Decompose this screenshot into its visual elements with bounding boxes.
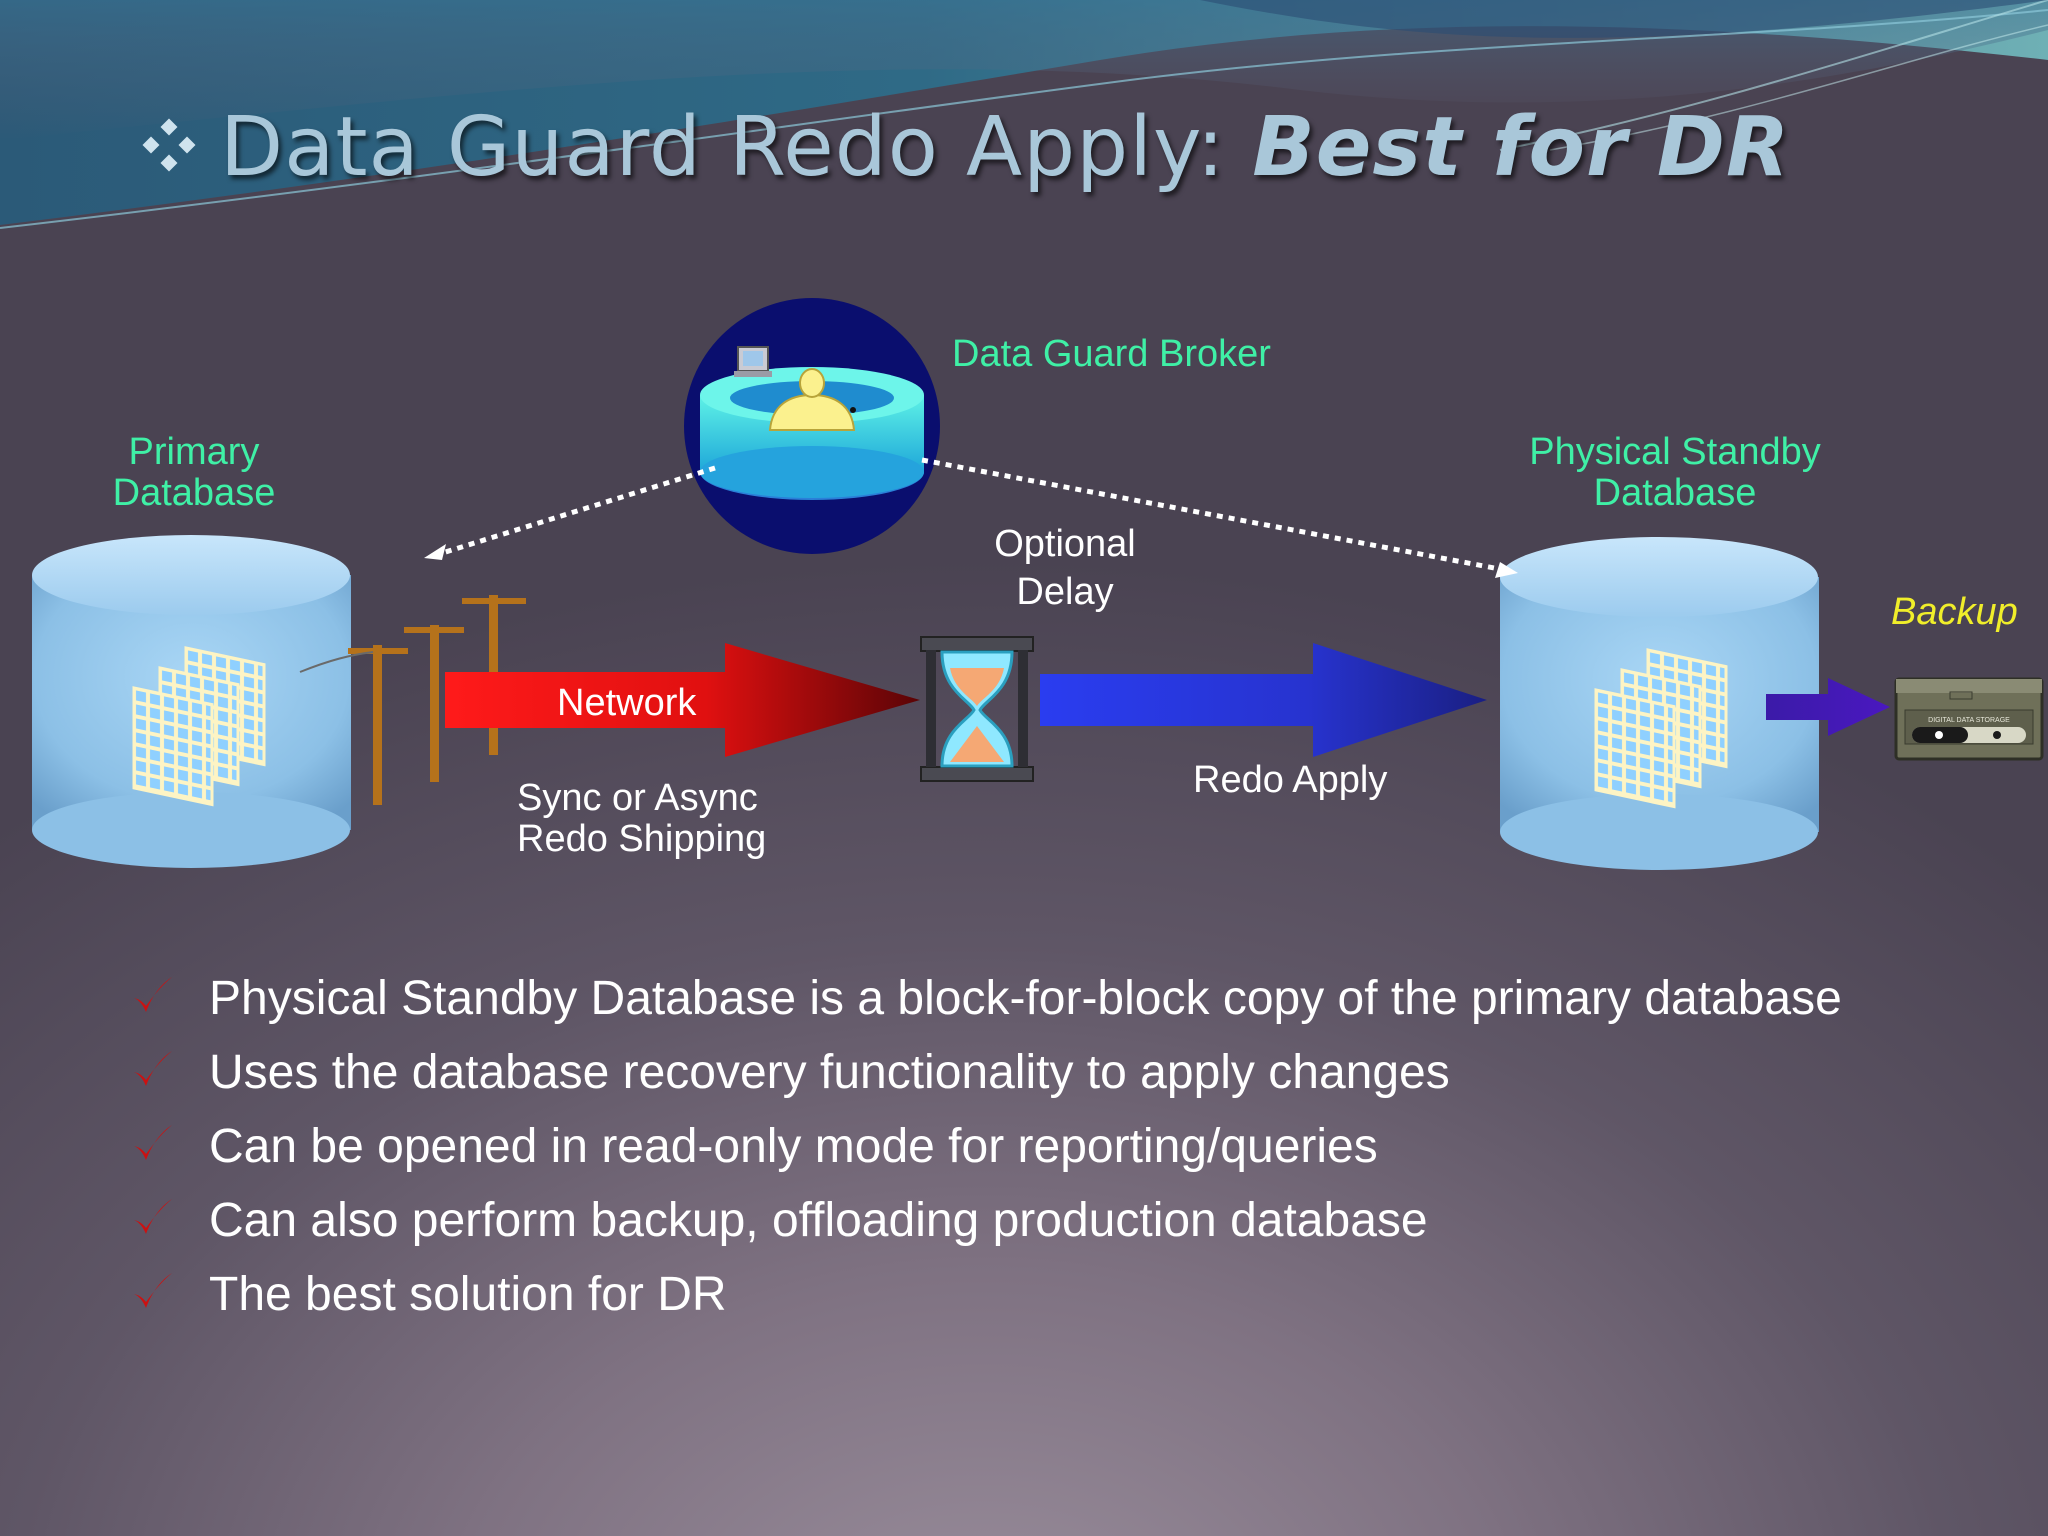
primary-database-icon bbox=[32, 535, 351, 868]
header-wave-line-1 bbox=[0, 9, 2048, 229]
tape-drive-icon: DIGITAL DATA STORAGE bbox=[1894, 677, 2044, 761]
broker-to-primary-connector bbox=[435, 465, 716, 558]
backup-arrow bbox=[1766, 678, 1890, 736]
hourglass-icon bbox=[920, 636, 1034, 782]
checkmark-icon bbox=[134, 1273, 172, 1308]
title-main: Data Guard Redo Apply: bbox=[220, 100, 1253, 195]
header-wave-line-3 bbox=[1549, 24, 2048, 151]
optional-delay-label: Optional Delay bbox=[960, 520, 1170, 616]
standby-database-icon bbox=[1500, 537, 1819, 870]
backup-label: Backup bbox=[1891, 591, 2018, 633]
title-bullet-icon bbox=[142, 118, 196, 172]
data-guard-broker-icon bbox=[684, 298, 940, 554]
checkmark-icon bbox=[134, 1199, 172, 1234]
broker-to-standby-connector bbox=[921, 457, 1506, 573]
bullet-text: The best solution for DR bbox=[209, 1268, 727, 1321]
standby-label-line-1: Physical Standby bbox=[1529, 431, 1821, 473]
header-wave-line-2 bbox=[1499, 0, 2048, 151]
checkmark-icon bbox=[134, 1051, 172, 1086]
network-arrow bbox=[445, 643, 920, 757]
delay-label-line-1: Optional bbox=[994, 523, 1136, 565]
bullet-text: Uses the database recovery functionality… bbox=[209, 1046, 1450, 1099]
primary-database-label: Primary Database bbox=[94, 432, 294, 514]
primary-label-line-2: Database bbox=[112, 472, 276, 514]
network-label: Network bbox=[557, 682, 697, 724]
header-wave-light bbox=[1200, 0, 2048, 38]
broker-to-primary-arrowhead bbox=[424, 544, 446, 560]
bullet-text: Physical Standby Database is a block-for… bbox=[209, 972, 1842, 1025]
redo-apply-label: Redo Apply bbox=[1193, 759, 1388, 801]
title-emphasis: Best for DR bbox=[1252, 100, 1791, 195]
shipping-label-line-2: Redo Shipping bbox=[517, 818, 767, 860]
redo-shipping-label: Sync or Async Redo Shipping bbox=[517, 778, 766, 860]
delay-label-line-2: Delay bbox=[1016, 571, 1114, 613]
standby-label-line-2: Database bbox=[1593, 472, 1757, 514]
primary-label-line-1: Primary bbox=[128, 431, 260, 473]
bullet-text: Can be opened in read-only mode for repo… bbox=[209, 1120, 1378, 1173]
broker-to-standby-arrowhead bbox=[1495, 562, 1518, 578]
broker-label: Data Guard Broker bbox=[952, 333, 1271, 375]
shipping-label-line-1: Sync or Async bbox=[517, 777, 758, 819]
redo-apply-arrow bbox=[1040, 643, 1487, 757]
slide-title: Data Guard Redo Apply: Best for DR bbox=[220, 100, 1790, 195]
checkmark-icon bbox=[134, 977, 172, 1012]
checkmark-icon bbox=[134, 1125, 172, 1160]
standby-database-label: Physical Standby Database bbox=[1500, 432, 1850, 514]
bullet-text: Can also perform backup, offloading prod… bbox=[209, 1194, 1428, 1247]
tape-drive-label: DIGITAL DATA STORAGE bbox=[1928, 717, 2010, 724]
